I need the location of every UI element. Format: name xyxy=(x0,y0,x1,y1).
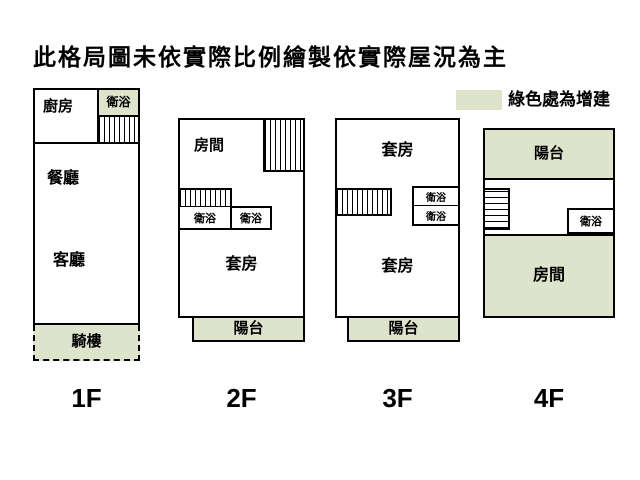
room-bath2-3f: 衛浴 xyxy=(412,206,458,226)
stairs-icon xyxy=(97,117,138,144)
floorplan-2f: 房間 衛浴 衛浴 套房 xyxy=(178,118,305,318)
floorplan-3f: 套房 衛浴 衛浴 套房 xyxy=(335,118,460,318)
floor-label-2f: 2F xyxy=(226,383,257,413)
stairs-icon xyxy=(337,188,392,216)
floorplan-4f: 陽台 衛浴 房間 xyxy=(483,128,615,318)
legend-label: 綠色處為增建 xyxy=(508,90,610,109)
stairs-icon xyxy=(180,188,232,206)
room-bath-4f: 衛浴 xyxy=(567,208,613,234)
room-suite-bottom-3f: 套房 xyxy=(381,258,414,275)
legend-green-swatch xyxy=(456,90,502,110)
stairs-icon xyxy=(485,188,510,230)
room-bedroom-4f: 房間 xyxy=(485,234,613,316)
floor-label-4f: 4F xyxy=(533,383,565,413)
room-balcony-4f: 陽台 xyxy=(485,130,613,180)
floor-label-1f: 1F xyxy=(71,383,102,413)
room-arcade: 騎樓 xyxy=(33,325,140,361)
stairs-icon xyxy=(263,120,303,172)
room-bath-1f: 衛浴 xyxy=(97,90,138,117)
room-bath1-2f: 衛浴 xyxy=(180,206,232,230)
room-kitchen: 廚房 xyxy=(43,98,74,115)
floorplan-1f: 廚房 衛浴 餐廳 客廳 xyxy=(33,88,140,325)
room-balcony-3f: 陽台 xyxy=(347,316,460,342)
room-dining: 餐廳 xyxy=(47,170,80,187)
room-balcony-2f: 陽台 xyxy=(192,316,305,342)
room-bath2-2f: 衛浴 xyxy=(232,206,272,230)
room-living: 客廳 xyxy=(53,252,86,269)
room-bedroom-2f: 房間 xyxy=(194,137,225,154)
room-suite-2f: 套房 xyxy=(225,256,258,273)
floor-label-3f: 3F xyxy=(382,383,413,413)
diagram-title: 此格局圖未依實際比例繪製依實際屋況為主 xyxy=(33,44,508,70)
room-suite-top-3f: 套房 xyxy=(381,142,414,159)
kitchen-row-1f: 廚房 xyxy=(35,90,138,144)
room-bath1-3f: 衛浴 xyxy=(412,186,458,206)
